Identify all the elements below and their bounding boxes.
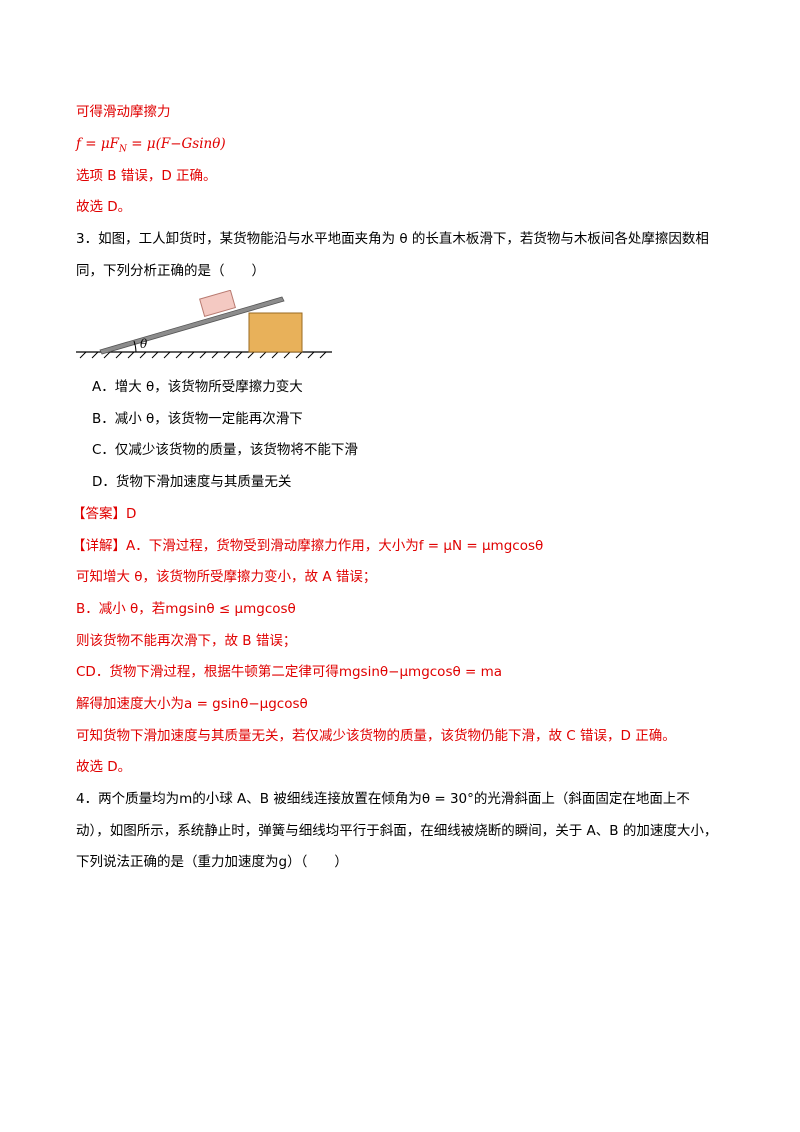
angle-arc [133,340,137,353]
q3-option-c: C．仅减少该货物的质量，该货物将不能下滑 [92,442,358,458]
prev-conclusion: 选项 B 错误，D 正确。 [76,168,217,184]
q3-stem-line1: 3．如图，工人卸货时，某货物能沿与水平地面夹角为 θ 的长直木板滑下，若货物与木… [76,231,709,247]
cargo-box [199,290,236,318]
support-crate [248,312,303,353]
q3-option-b: B．减小 θ，该货物一定能再次滑下 [92,411,303,427]
q3-detail-7: 可知货物下滑加速度与其质量无关，若仅减少该货物的质量，该货物仍能下滑，故 C 错… [76,728,676,744]
q4-stem-line1: 4．两个质量均为m的小球 A、B 被细线连接放置在倾角为θ = 30°的光滑斜面… [76,791,690,807]
incline-figure: θ [76,290,332,359]
ground-hatching [79,351,327,359]
formula-subscript: N [119,144,127,155]
q3-detail-5: CD．货物下滑过程，根据牛顿第二定律可得mgsinθ−μmgcosθ = ma [76,664,503,680]
inclined-board [99,296,285,355]
q3-answer: 【答案】D [72,506,137,522]
q3-detail-6: 解得加速度大小为a = gsinθ−μgcosθ [76,696,308,712]
angle-theta-label: θ [140,337,148,351]
q3-option-d: D．货物下滑加速度与其质量无关 [92,474,292,490]
q4-stem-line2: 动），如图所示，系统静止时，弹簧与细线均平行于斜面，在细线被烧断的瞬间，关于 A… [76,823,718,839]
q3-detail-1: 【详解】A．下滑过程，货物受到滑动摩擦力作用，大小为f = μN = μmgco… [72,538,544,554]
q3-stem-line2: 同，下列分析正确的是（ ） [76,263,265,279]
q3-detail-8: 故选 D。 [76,759,132,775]
q4-stem-line3: 下列说法正确的是（重力加速度为g）（ ） [76,854,348,870]
q3-detail-3: B．减小 θ，若mgsinθ ≤ μmgcosθ [76,601,296,617]
prev-choice: 故选 D。 [76,199,132,215]
prev-text-friction: 可得滑动摩擦力 [76,104,171,120]
q3-detail-2: 可知增大 θ，该货物所受摩擦力变小，故 A 错误； [76,569,377,585]
q3-option-a: A．增大 θ，该货物所受摩擦力变大 [92,379,303,395]
formula-part: f = μF [76,136,120,152]
q3-detail-4: 则该货物不能再次滑下，故 B 错误； [76,633,297,649]
formula-part: = μ(F−Gsinθ) [126,136,226,152]
prev-friction-formula: f = μFN = μ(F−Gsinθ) [76,134,226,160]
